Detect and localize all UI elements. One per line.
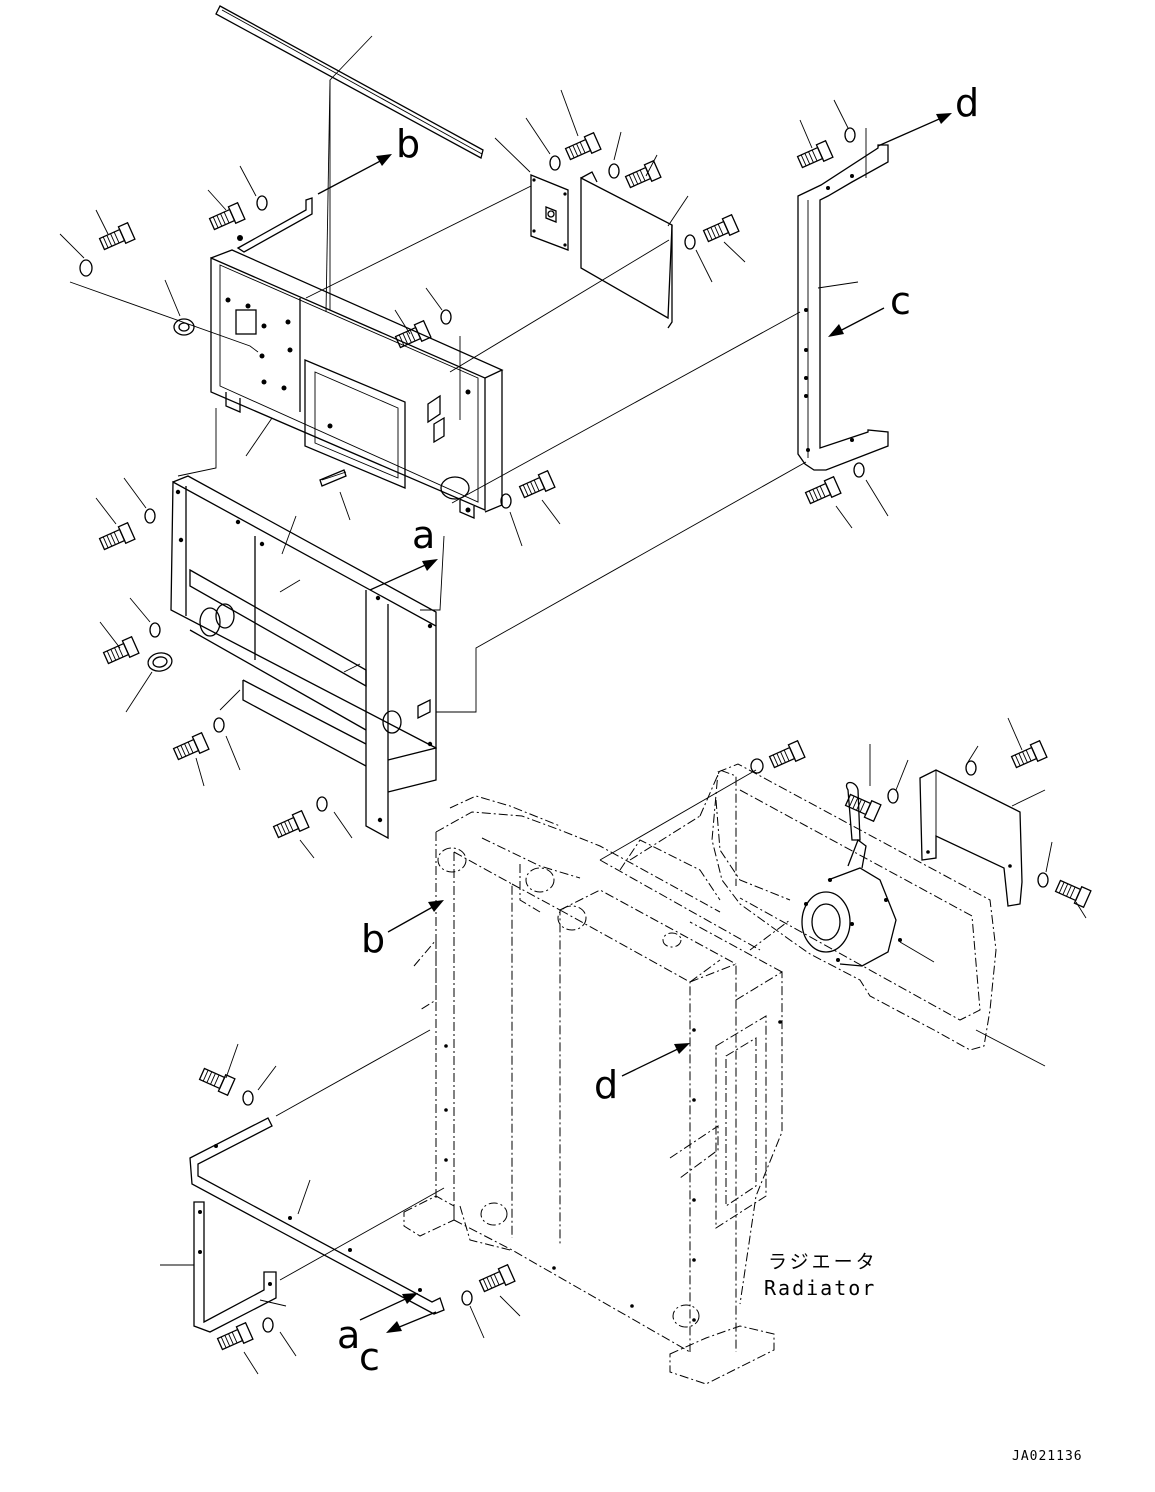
leader-lines bbox=[59, 35, 1087, 1375]
arrows bbox=[317, 113, 952, 1333]
small-spacer bbox=[319, 469, 347, 487]
grommet-upper bbox=[173, 318, 195, 336]
view-letter-a-lower: a bbox=[337, 1313, 360, 1357]
view-letter-a-upper: a bbox=[412, 513, 435, 557]
bracket-lower bbox=[189, 1117, 445, 1315]
lower-panel bbox=[170, 475, 437, 840]
view-letter-d-lower: d bbox=[594, 1063, 618, 1107]
bolts bbox=[98, 131, 1092, 1351]
radiator-assembly bbox=[403, 769, 791, 1385]
bracket-lower-u bbox=[193, 1201, 277, 1333]
upper-panel bbox=[210, 249, 504, 519]
cover-plate-large bbox=[580, 171, 673, 329]
bracket-upper-left bbox=[236, 197, 313, 253]
radiator-label-jp: ラジエータ bbox=[768, 1251, 878, 1273]
grommet bbox=[147, 652, 173, 672]
radiator-label-en: Radiator bbox=[764, 1276, 876, 1300]
view-letter-b-upper: b bbox=[396, 122, 420, 166]
washers bbox=[79, 127, 1049, 1333]
drawing-code: JA021136 bbox=[1012, 1449, 1083, 1464]
cover-plate-small bbox=[530, 174, 569, 251]
side-cover bbox=[919, 769, 1023, 907]
seal-strip bbox=[215, 5, 484, 159]
view-letter-d-upper: d bbox=[955, 81, 979, 125]
fan-drive-assembly bbox=[711, 763, 997, 1051]
view-letter-c-upper: c bbox=[890, 279, 911, 323]
view-letter-c-lower: c bbox=[359, 1335, 380, 1379]
frame-c bbox=[797, 144, 889, 471]
view-letter-b-lower: b bbox=[361, 917, 385, 961]
